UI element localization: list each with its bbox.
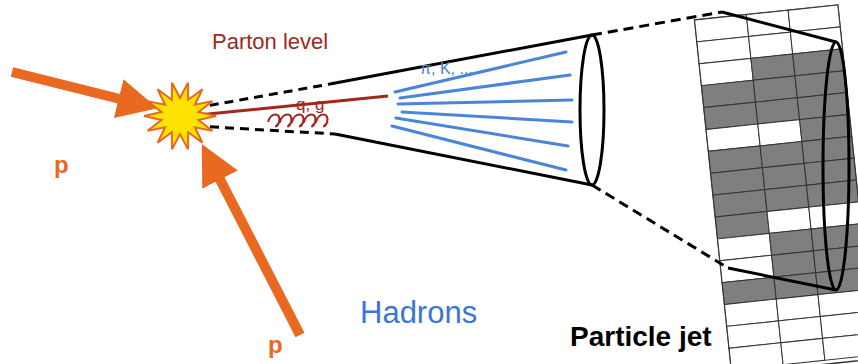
cone-ellipse	[823, 42, 849, 290]
cone-line	[592, 12, 722, 35]
hadrons-label: Hadrons	[360, 296, 477, 330]
cone-line	[195, 126, 335, 134]
calorimeter-cell	[729, 343, 783, 364]
gluon-coil	[268, 115, 328, 127]
proton-arrow	[12, 72, 140, 104]
calorimeter-cell	[823, 333, 858, 360]
cone-ellipse	[580, 35, 604, 185]
cone-line	[728, 268, 836, 290]
collision-burst	[144, 83, 216, 150]
stage-label: Parton level	[212, 30, 328, 54]
proton-arrow	[210, 160, 300, 335]
calorimeter	[695, 5, 858, 364]
calorimeter-cell	[820, 311, 858, 338]
parton-label: q, g	[296, 96, 324, 115]
calorimeter-cell	[781, 338, 825, 364]
particle-label: π, K, ...	[420, 60, 473, 78]
proton-label: p	[54, 152, 69, 178]
cone-line	[592, 185, 728, 268]
cone-line	[722, 12, 836, 42]
calorimeter-cell	[818, 289, 858, 316]
parton-line	[188, 96, 388, 116]
jet-label: Particle jet	[570, 322, 712, 353]
cone-line	[335, 134, 592, 185]
hadron-tracks	[392, 52, 572, 170]
proton-label: p	[268, 332, 283, 358]
